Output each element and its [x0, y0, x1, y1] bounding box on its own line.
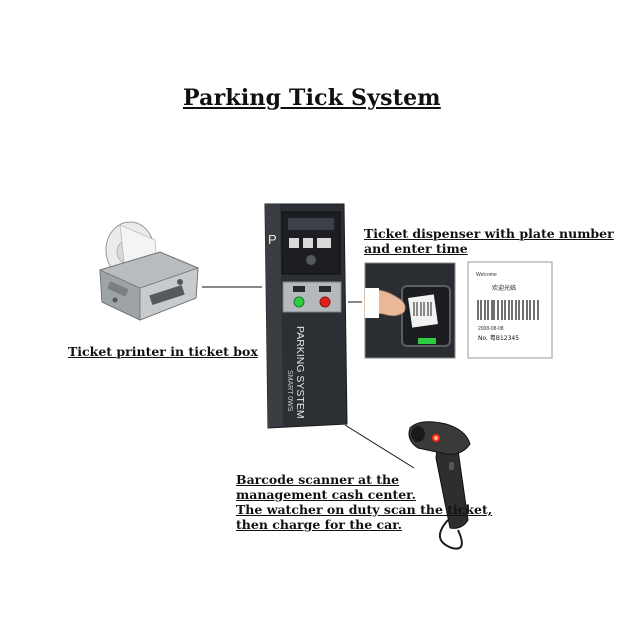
barcode-scanner-image [408, 421, 471, 550]
caption-scanner-line4: then charge for the car. [236, 517, 403, 532]
caption-scanner-line3: The watcher on duty scan the ticket, [236, 502, 493, 517]
ticket-plate: No. 粤B12345 [478, 334, 519, 342]
caption-printer: Ticket printer in ticket box [68, 344, 258, 359]
dispenser-photo [364, 262, 456, 359]
caption-scanner: Barcode scanner at the management cash c… [236, 472, 492, 532]
ticket-dispenser-kiosk [264, 203, 348, 429]
kiosk-label: PARKING SYSTEM [294, 326, 306, 419]
connector-scanner [344, 424, 415, 469]
caption-dispenser-line2: and enter time [364, 241, 468, 256]
caption-scanner-line2: management cash center. [236, 487, 416, 502]
ticket-brand: Welcome [476, 272, 497, 278]
caption-scanner-line1: Barcode scanner at the [236, 472, 400, 487]
page-title: Parking Tick System [183, 85, 441, 111]
kiosk-logo: P [268, 232, 277, 247]
ticket-printer-image [99, 221, 199, 321]
caption-printer-text: Ticket printer in ticket box [68, 344, 258, 359]
ticket-date: 2008-08-08 [478, 326, 504, 332]
caption-dispenser: Ticket dispenser with plate number and e… [364, 226, 614, 256]
kiosk-sublabel: SMART 0WS [286, 370, 293, 412]
ticket-sample [467, 261, 553, 359]
caption-dispenser-line1: Ticket dispenser with plate number [364, 226, 614, 241]
ticket-heading: 欢迎光临 [492, 284, 516, 292]
